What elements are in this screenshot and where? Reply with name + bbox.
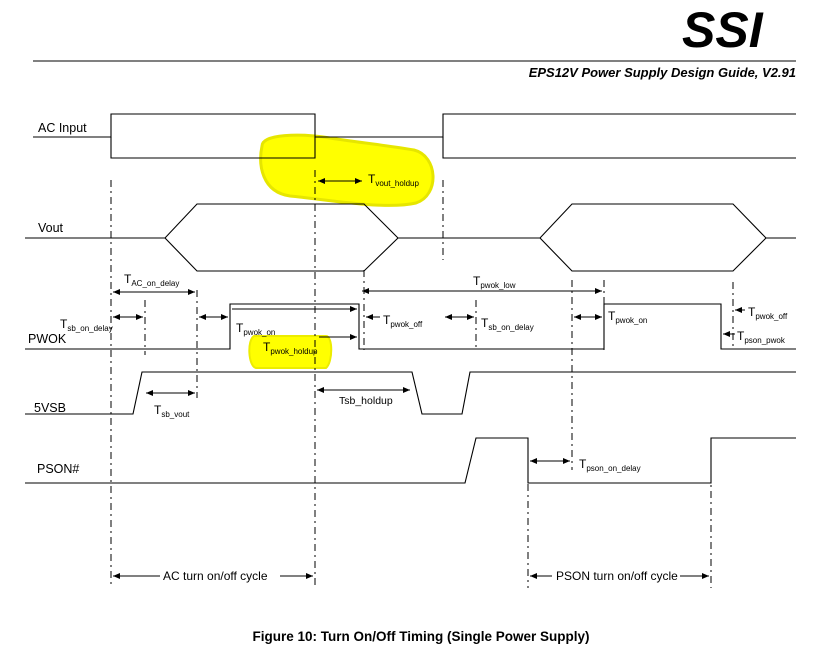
timing-label-pwok-off-2: Tpwok_off <box>748 305 788 321</box>
timing-arrows <box>113 178 745 579</box>
highlight-pwok-holdup <box>248 335 333 369</box>
timing-label-ac-on-delay: TAC_on_delay <box>124 272 179 288</box>
ssi-logo: SSI <box>682 2 764 58</box>
pson-waveform <box>25 437 796 484</box>
ac-input-waveform <box>33 113 796 159</box>
timing-label-pson-on-delay: Tpson_on_delay <box>579 457 641 473</box>
timing-label-sb-holdup: Tsb_holdup <box>339 395 393 407</box>
timing-label-pwok-off: Tpwok_off <box>383 313 423 329</box>
timing-label-sb-on-delay-2: Tsb_on_delay <box>481 316 534 332</box>
vsb-label: 5VSB <box>34 401 66 415</box>
timing-label-vout-holdup: Tvout_holdup <box>368 172 419 188</box>
timing-label-pwok-low: Tpwok_low <box>473 274 516 290</box>
timing-label-pwok-on: Tpwok_on <box>236 321 275 337</box>
timing-label-sb-vout: Tsb_vout <box>154 403 190 419</box>
vout-label: Vout <box>38 221 64 235</box>
vout-waveform <box>25 203 796 272</box>
timing-label-sb-on-delay: Tsb_on_delay <box>60 317 113 333</box>
ac-cycle-label: AC turn on/off cycle <box>163 569 268 583</box>
timing-label-pwok-on-2: Tpwok_on <box>608 309 647 325</box>
pwok-label: PWOK <box>28 332 67 346</box>
figure-caption: Figure 10: Turn On/Off Timing (Single Po… <box>252 629 589 644</box>
highlight-vout-holdup <box>259 133 435 207</box>
timing-label-pwok-holdup: Tpwok_holdup <box>263 340 318 356</box>
ac-input-label: AC Input <box>38 121 87 135</box>
vsb-waveform <box>25 371 796 415</box>
pson-cycle-label: PSON turn on/off cycle <box>556 569 678 583</box>
pwok-waveform <box>25 303 796 350</box>
reference-lines <box>110 170 734 588</box>
timing-label-pson-pwok: Tpson_pwok <box>737 329 786 345</box>
timing-labels: TAC_on_delay Tsb_on_delay Tpwok_on Tpwok… <box>60 172 788 473</box>
pson-label: PSON# <box>37 462 79 476</box>
doc-title: EPS12V Power Supply Design Guide, V2.91 <box>529 65 796 80</box>
